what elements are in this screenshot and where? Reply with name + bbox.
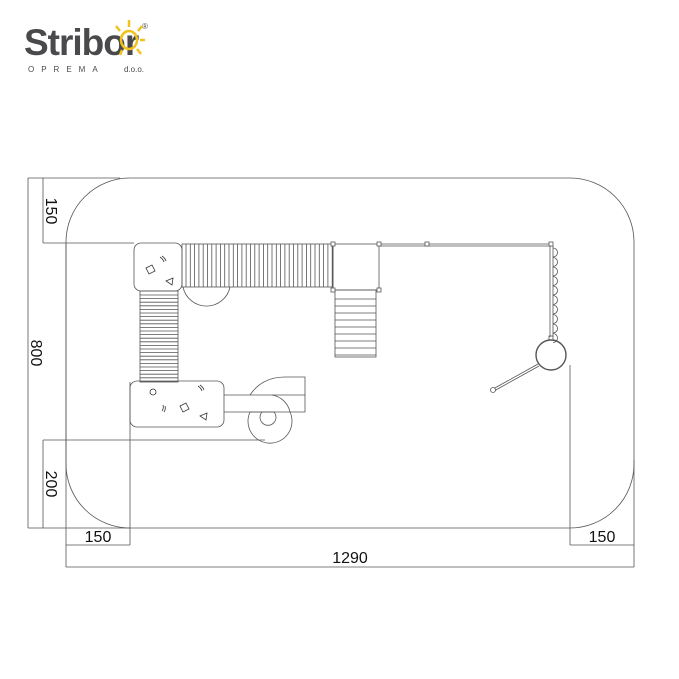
dimension-lines [27, 177, 635, 568]
connecting-stairs [139, 290, 179, 383]
deck-play-panel-icons [145, 255, 208, 421]
chain-loop [552, 285, 558, 296]
stair-slats [140, 294, 178, 382]
dim-total-width: 1290 [332, 550, 368, 567]
dim-bottom-margin: 200 [42, 471, 59, 498]
rope-anchor [490, 387, 496, 393]
upper-deck [133, 242, 183, 292]
spiral-slide [224, 376, 306, 444]
half-round-panel [182, 286, 231, 307]
chain-loops [552, 247, 558, 343]
logo-registered: ® [142, 22, 148, 31]
chain-loop [552, 323, 558, 334]
tower-steps [334, 289, 377, 358]
climbing-ring [535, 339, 567, 371]
lower-deck [129, 380, 225, 428]
dim-total-depth: 800 [27, 340, 44, 367]
rope [492, 363, 539, 390]
dim-left-margin: 150 [85, 529, 112, 546]
logo-subtitle: OPREMA [28, 65, 105, 74]
post-nodes [330, 241, 554, 341]
tower-platform [332, 243, 380, 291]
chain-loop [552, 276, 558, 286]
chain-loop [552, 314, 558, 324]
chain-loop [552, 266, 558, 277]
dim-right-margin: 150 [589, 529, 616, 546]
logo-sun-icon [115, 20, 145, 56]
chain-loop [552, 333, 558, 343]
chain-loop [552, 295, 558, 305]
bridge-slats [185, 244, 333, 287]
chain-loop [552, 247, 558, 258]
chain-loop [552, 257, 558, 267]
dim-top-margin: 150 [42, 198, 59, 225]
logo-suffix: d.o.o. [124, 65, 145, 74]
chain-loop [552, 304, 558, 315]
step-slats [335, 298, 376, 356]
